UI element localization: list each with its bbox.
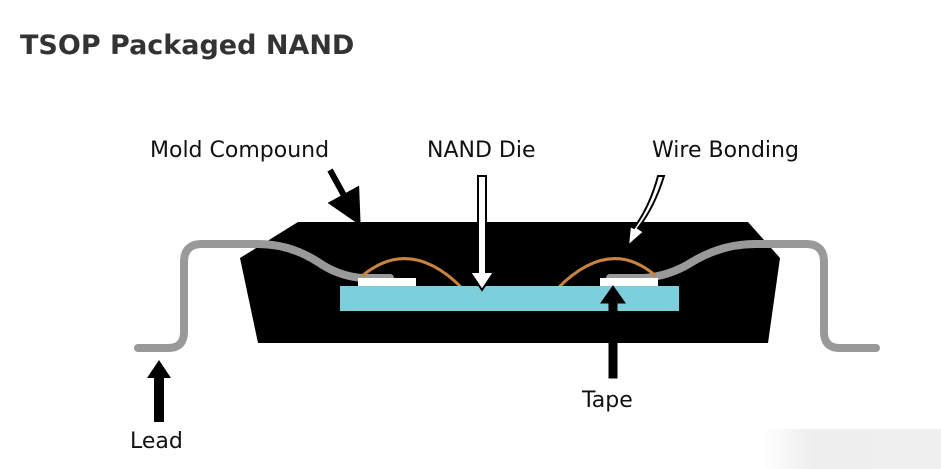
blurred-watermark — [761, 429, 941, 469]
label-lead: Lead — [130, 429, 183, 454]
label-mold-compound: Mold Compound — [150, 138, 329, 163]
wire-bond-left — [361, 257, 464, 290]
right-lead — [606, 240, 880, 352]
label-wire-bonding: Wire Bonding — [652, 138, 799, 163]
tape-arrow — [600, 285, 626, 379]
tape-pad-left — [358, 278, 416, 287]
label-tape: Tape — [581, 388, 633, 413]
left-lead — [134, 240, 394, 352]
mold-compound-arrow — [327, 168, 361, 226]
wire-bond-right — [556, 257, 657, 290]
label-nand-die: NAND Die — [427, 138, 536, 163]
nand-die — [340, 286, 679, 311]
lead-arrow — [147, 360, 171, 422]
tape-pad-right — [600, 278, 658, 287]
nand-die-arrow — [468, 175, 496, 292]
package-body — [240, 222, 780, 343]
wire-bonding-arrow — [626, 175, 666, 249]
page-title: TSOP Packaged NAND — [20, 30, 355, 61]
